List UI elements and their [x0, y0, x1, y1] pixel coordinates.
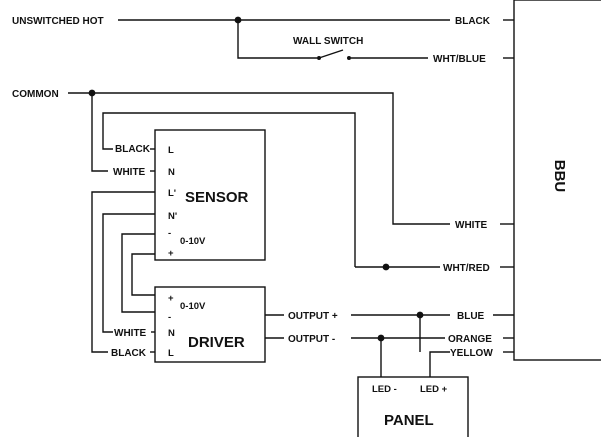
- sensor-lprime-to-driver-l: [91, 191, 155, 353]
- wht-red-junction: [382, 263, 390, 271]
- bbu-blue-label: BLUE: [457, 311, 485, 322]
- wall-switch-label: WALL SWITCH: [293, 36, 363, 47]
- panel-title: PANEL: [384, 412, 434, 429]
- bbu-yellow-label: YELLOW: [450, 348, 493, 359]
- dim-plus-wire: [131, 253, 155, 296]
- bbu-wht-red-label: WHT/RED: [443, 263, 490, 274]
- switch-contact-right: [347, 56, 351, 60]
- bbu-wht-blue-label: WHT/BLUE: [433, 54, 486, 65]
- driver-pin-l: L: [168, 348, 174, 359]
- driver-white-wire-label: WHITE: [114, 328, 147, 339]
- sensor-pin-minus: -: [168, 228, 171, 239]
- dim-minus-wire: [121, 233, 155, 313]
- sensor-pin-n-prime: N': [168, 211, 177, 222]
- common-label: COMMON: [12, 89, 59, 100]
- bbu-white-label: WHITE: [455, 220, 488, 231]
- sensor-white-wire-label: WHITE: [113, 167, 146, 178]
- common-to-sensor-n: [91, 93, 108, 172]
- yellow-wire: [429, 351, 450, 377]
- driver-black-wire-label: BLACK: [111, 348, 147, 359]
- panel-led-minus-label: LED -: [372, 384, 397, 395]
- sensor-title: SENSOR: [185, 189, 249, 206]
- driver-pin-minus: -: [168, 312, 171, 323]
- sensor-nprime-to-driver-n: [102, 213, 155, 333]
- driver-pin-dim: 0-10V: [180, 301, 206, 312]
- sensor-black-wire-label: BLACK: [115, 144, 151, 155]
- bbu-orange-label: ORANGE: [448, 334, 492, 345]
- switch-blade: [318, 49, 344, 59]
- unswitched-hot-label: UNSWITCHED HOT: [12, 16, 104, 27]
- driver-pin-n: N: [168, 328, 175, 339]
- sensor-pin-dim: 0-10V: [180, 236, 206, 247]
- bbu-box: [513, 0, 601, 361]
- sensor-pin-plus: +: [168, 248, 174, 259]
- bbu-black-label: BLACK: [455, 16, 491, 27]
- sensor-pin-n: N: [168, 167, 175, 178]
- sensor-box: [154, 129, 266, 261]
- panel-led-plus-label: LED +: [420, 384, 448, 395]
- driver-title: DRIVER: [188, 334, 245, 351]
- driver-box: [154, 286, 266, 363]
- sensor-pin-l: L: [168, 145, 174, 156]
- switch-wire-left: [237, 20, 317, 59]
- wht-red-wire: [102, 112, 356, 267]
- driver-pin-plus: +: [168, 293, 174, 304]
- common-wire: [68, 92, 450, 225]
- output-minus-label: OUTPUT -: [288, 334, 335, 345]
- output-plus-label: OUTPUT +: [288, 311, 338, 322]
- panel-box: [357, 376, 469, 437]
- sensor-pin-l-prime: L': [168, 188, 176, 199]
- bbu-title: BBU: [551, 160, 568, 193]
